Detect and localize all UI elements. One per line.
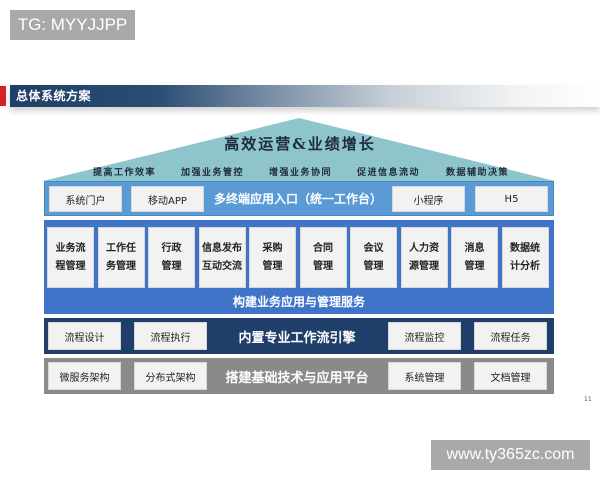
module-label: 人力资 <box>409 242 439 254</box>
entry-layer: 系统门户 移动APP 多终端应用入口（统一工作台） 小程序 H5 <box>44 181 554 216</box>
page-number: 11 <box>584 396 592 403</box>
module-label: 信息发布 <box>202 242 242 254</box>
entry-layer-label: 多终端应用入口（统一工作台） <box>213 192 382 206</box>
goal-item: 增强业务协同 <box>269 168 333 178</box>
platform-item: 系统管理 <box>388 362 461 390</box>
module-card: 会议管理 <box>350 227 397 288</box>
platform-layer-label: 搭建基础技术与应用平台 <box>225 370 369 386</box>
platform-item: 分布式架构 <box>134 362 207 390</box>
business-layer-label: 构建业务应用与管理服务 <box>232 294 365 309</box>
module-label: 工作任 <box>106 242 136 254</box>
workflow-item: 流程设计 <box>48 322 121 350</box>
business-layer: 业务流程管理 工作任务管理 行政管理 信息发布互动交流 采购管理 合同管理 会议… <box>44 220 554 314</box>
module-card: 行政管理 <box>148 227 195 288</box>
workflow-layer-label: 内置专业工作流引擎 <box>238 330 356 346</box>
workflow-item: 流程监控 <box>388 322 461 350</box>
platform-item: 文档管理 <box>474 362 547 390</box>
goal-item: 提高工作效率 <box>93 168 157 178</box>
goal-item: 数据辅助决策 <box>446 168 510 178</box>
module-label: 行政 <box>161 242 182 254</box>
page-title: 总体系统方案 <box>16 89 92 103</box>
module-card: 业务流程管理 <box>47 227 94 288</box>
module-card: 人力资源管理 <box>400 227 448 288</box>
module-card: 采购管理 <box>249 227 296 288</box>
module-label: 会议 <box>363 242 384 254</box>
module-label: 互动交流 <box>202 260 242 272</box>
module-label: 管理 <box>161 260 182 272</box>
module-label: 务管理 <box>106 260 136 272</box>
module-label: 计分析 <box>510 260 540 272</box>
module-label: 程管理 <box>55 260 86 272</box>
entry-item-portal: 系统门户 <box>49 186 122 212</box>
goal-item: 促进信息流动 <box>357 168 421 178</box>
goal-item: 加强业务管控 <box>181 168 245 178</box>
module-card: 合同管理 <box>299 227 347 288</box>
module-label: 采购 <box>262 242 283 254</box>
watermark-bottom: www.ty365zc.com <box>431 440 590 470</box>
module-card: 消息管理 <box>451 227 498 288</box>
module-label: 管理 <box>363 260 384 272</box>
module-card: 信息发布互动交流 <box>198 227 246 288</box>
module-label: 管理 <box>464 260 485 272</box>
module-label: 源管理 <box>409 260 439 272</box>
platform-item: 微服务架构 <box>48 362 121 390</box>
module-card: 数据统计分析 <box>501 227 549 288</box>
roof-triangle <box>43 118 555 181</box>
workflow-item: 流程任务 <box>474 322 547 350</box>
roof-title: 高效运营&业绩增长 <box>224 135 376 153</box>
platform-layer: 微服务架构 分布式架构 搭建基础技术与应用平台 系统管理 文档管理 <box>44 358 554 394</box>
module-label: 数据统 <box>510 242 540 254</box>
entry-item-mini-program: 小程序 <box>392 186 465 212</box>
header-bar <box>10 85 600 107</box>
entry-item-h5: H5 <box>475 186 548 212</box>
entry-item-mobile-app: 移动APP <box>131 186 204 212</box>
module-label: 合同 <box>313 242 333 254</box>
module-card: 工作任务管理 <box>97 227 145 288</box>
module-label: 管理 <box>313 260 333 272</box>
module-label: 业务流 <box>55 242 86 254</box>
watermark-top: TG: MYYJJPP <box>10 10 135 40</box>
workflow-layer: 流程设计 流程执行 内置专业工作流引擎 流程监控 流程任务 <box>44 318 554 354</box>
module-label: 消息 <box>464 242 485 254</box>
module-label: 管理 <box>262 260 283 272</box>
workflow-item: 流程执行 <box>134 322 207 350</box>
header-accent <box>0 86 6 106</box>
